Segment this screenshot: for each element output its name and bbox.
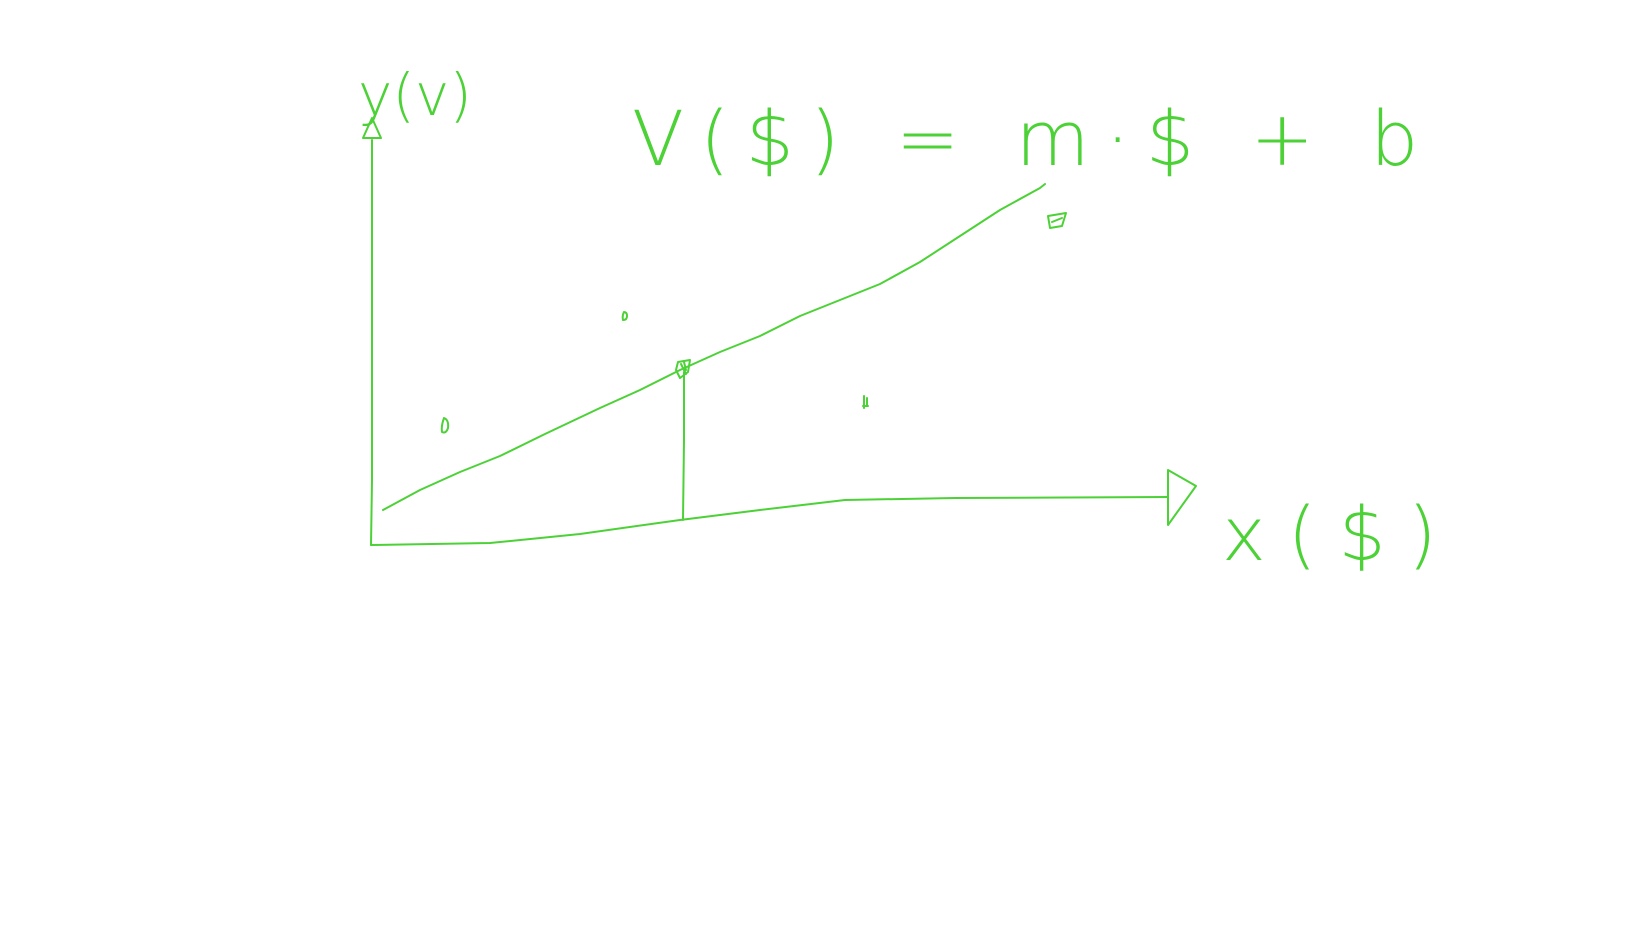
y-axis-arrowhead bbox=[362, 117, 382, 139]
data-point bbox=[1047, 212, 1067, 229]
drop-line bbox=[682, 371, 685, 521]
x-axis-line bbox=[370, 496, 1169, 546]
data-point bbox=[862, 395, 869, 409]
data-point-highlighted bbox=[675, 359, 691, 379]
x-axis-arrowhead bbox=[1167, 469, 1197, 526]
data-point bbox=[440, 417, 450, 434]
trend-line bbox=[382, 183, 1046, 511]
x-axis-label: x($) bbox=[1222, 492, 1459, 578]
y-axis-label: y(v) bbox=[358, 61, 472, 129]
y-axis-line bbox=[370, 139, 373, 546]
data-point bbox=[621, 311, 628, 321]
equation-label: V($) = m·$ + b bbox=[632, 94, 1434, 183]
